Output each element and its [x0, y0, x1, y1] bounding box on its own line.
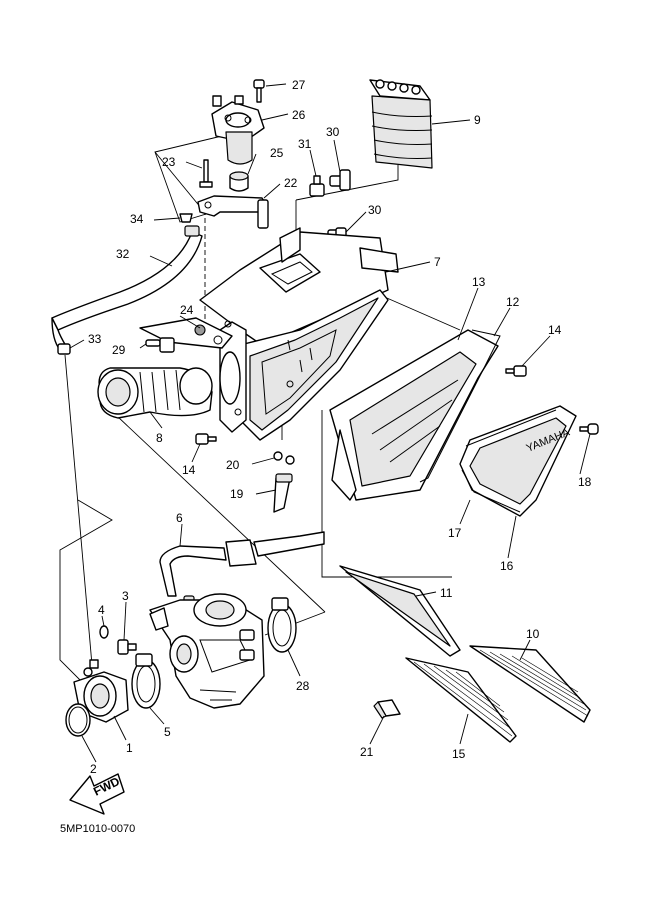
callout-30-lower: 30: [368, 203, 382, 217]
bolt-31: [309, 175, 325, 197]
clamp-28: [267, 597, 297, 653]
washer-4: [99, 625, 109, 639]
callout-17: 17: [448, 526, 462, 540]
callout-21: 21: [360, 745, 374, 759]
clip-34: [179, 213, 193, 223]
grommet-25: [229, 171, 249, 192]
screw-27: [253, 79, 265, 103]
seal-17: [461, 409, 557, 513]
air-box-case-7: [199, 227, 399, 441]
callout-31: 31: [298, 137, 312, 151]
o-ring-2: [65, 703, 91, 737]
screw-18: [579, 423, 599, 435]
callout-9: 9: [474, 113, 481, 127]
screw-14-left: [195, 433, 217, 445]
callout-15: 15: [452, 747, 466, 761]
screen-15: [405, 657, 517, 743]
bolt-30-upper: [329, 169, 351, 191]
clip-33: [57, 343, 71, 355]
callout-11: 11: [440, 586, 453, 600]
element-frame-13: [329, 329, 499, 501]
callout-4: 4: [98, 603, 105, 617]
callout-14-left: 14: [182, 463, 196, 477]
callout-16: 16: [500, 559, 514, 573]
callout-20: 20: [226, 458, 240, 472]
callout-12: 12: [506, 295, 520, 309]
diagram-code: 5MP1010-0070: [60, 823, 135, 835]
callout-14-right: 14: [548, 323, 562, 337]
block-21: [373, 699, 401, 719]
air-valve-26: [211, 95, 265, 165]
callout-25: 25: [270, 146, 284, 160]
callout-33: 33: [88, 332, 102, 346]
callout-3: 3: [122, 589, 129, 603]
intake-duct-8: [97, 367, 213, 419]
callout-leaders: [69, 83, 591, 763]
callout-labels: 27 26 25 23 22 34 32 33 9 31 30 30 7 24 …: [88, 78, 592, 776]
callout-34: 34: [130, 212, 144, 226]
screen-10: [469, 645, 591, 723]
callout-22: 22: [284, 176, 298, 190]
clamp-20: [273, 451, 295, 465]
callout-5: 5: [164, 725, 171, 739]
callout-7: 7: [434, 255, 441, 269]
callout-1: 1: [126, 741, 133, 755]
callout-18: 18: [578, 475, 592, 489]
callout-10: 10: [526, 627, 540, 641]
callout-13: 13: [472, 275, 486, 289]
callout-24: 24: [180, 303, 194, 317]
bracket-22: [197, 195, 269, 229]
callout-28: 28: [296, 679, 310, 693]
callout-23: 23: [162, 155, 176, 169]
carburetor: [149, 593, 265, 709]
callout-32: 32: [116, 247, 130, 261]
callout-19: 19: [230, 487, 244, 501]
stud-23: [199, 159, 213, 188]
screw-3: [117, 639, 137, 655]
gasket-12: [419, 329, 501, 483]
callout-27: 27: [292, 78, 306, 92]
fwd-arrow: FWD: [69, 773, 125, 815]
screw-14-right: [505, 365, 527, 377]
callout-8: 8: [156, 431, 163, 445]
callout-2: 2: [90, 762, 97, 776]
joint-9: [369, 79, 433, 169]
clamp-5: [131, 653, 161, 709]
bolt-29: [145, 337, 175, 353]
callout-30-upper: 30: [326, 125, 340, 139]
hose-6: [159, 531, 325, 607]
element-11: [339, 565, 461, 657]
drain-cap-19: [273, 473, 293, 513]
callout-26: 26: [292, 108, 306, 122]
callout-6: 6: [176, 511, 183, 525]
cover-16: YAMAHA: [459, 405, 577, 517]
callout-29: 29: [112, 343, 126, 357]
